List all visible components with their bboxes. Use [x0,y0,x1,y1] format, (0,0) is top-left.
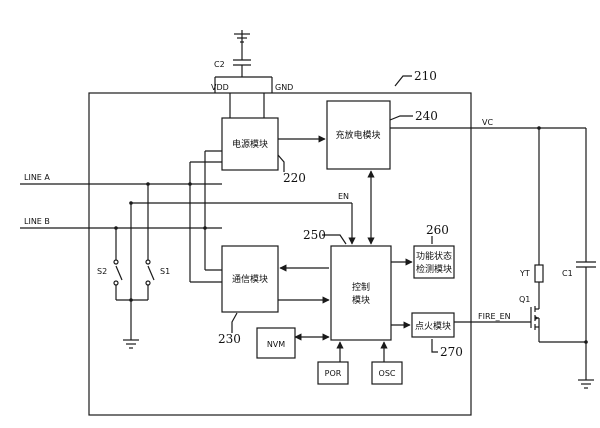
control-module-label-1: 控制 [352,281,370,293]
power-module-block [221,117,279,171]
status-module-label-2: 检测模块 [416,263,452,275]
c1-label: C1 [562,269,573,278]
power-module-label: 电源模块 [232,138,268,150]
vc-label: VC [482,118,493,127]
c2-label: C2 [214,60,225,69]
por-block [317,361,349,385]
nvm-block [256,327,296,359]
charge-module-label: 充放电模块 [335,129,380,141]
line-b-label: LINE B [24,217,50,226]
osc-label: OSC [379,369,396,378]
por-label: POR [325,369,342,378]
control-module-block [330,245,392,341]
fire-en-label: FIRE_EN [478,312,511,321]
vdd-label: VDD [211,83,229,92]
gnd-label: GND [275,83,293,92]
ref-250: 250 [303,228,326,242]
control-module-label-2: 模块 [352,294,370,306]
q1-label: Q1 [519,295,530,304]
ground-icon [234,30,250,43]
ground-icon [578,379,594,389]
capacitor-c2 [215,34,272,78]
en-label: EN [338,192,349,201]
ref-230: 230 [218,332,241,346]
status-module-label-1: 功能状态 [416,250,452,262]
ref-240: 240 [415,109,438,123]
ref-220: 220 [283,171,306,185]
switch-s1 [145,259,155,286]
charge-module-block [326,100,391,170]
osc-block [371,361,403,385]
comm-module-block [221,245,279,313]
status-detect-module-block [413,245,455,279]
s2-label: S2 [97,267,107,276]
capacitor-c1 [576,261,596,380]
yt-label: YT [519,269,530,278]
line-a-label: LINE A [24,173,50,182]
comm-module-label: 通信模块 [232,273,268,285]
mosfet-q1 [530,306,586,343]
nvm-label: NVM [267,340,285,349]
module-210-outline [88,92,472,416]
squib-yt [534,264,544,283]
ground-icon [123,339,139,349]
ignite-module-block [411,312,455,338]
ignite-module-label: 点火模块 [415,320,451,332]
s1-label: S1 [160,267,170,276]
ref-260: 260 [426,223,449,237]
switch-s2 [113,259,123,286]
ref-270: 270 [440,345,463,359]
ref-210: 210 [414,69,437,83]
